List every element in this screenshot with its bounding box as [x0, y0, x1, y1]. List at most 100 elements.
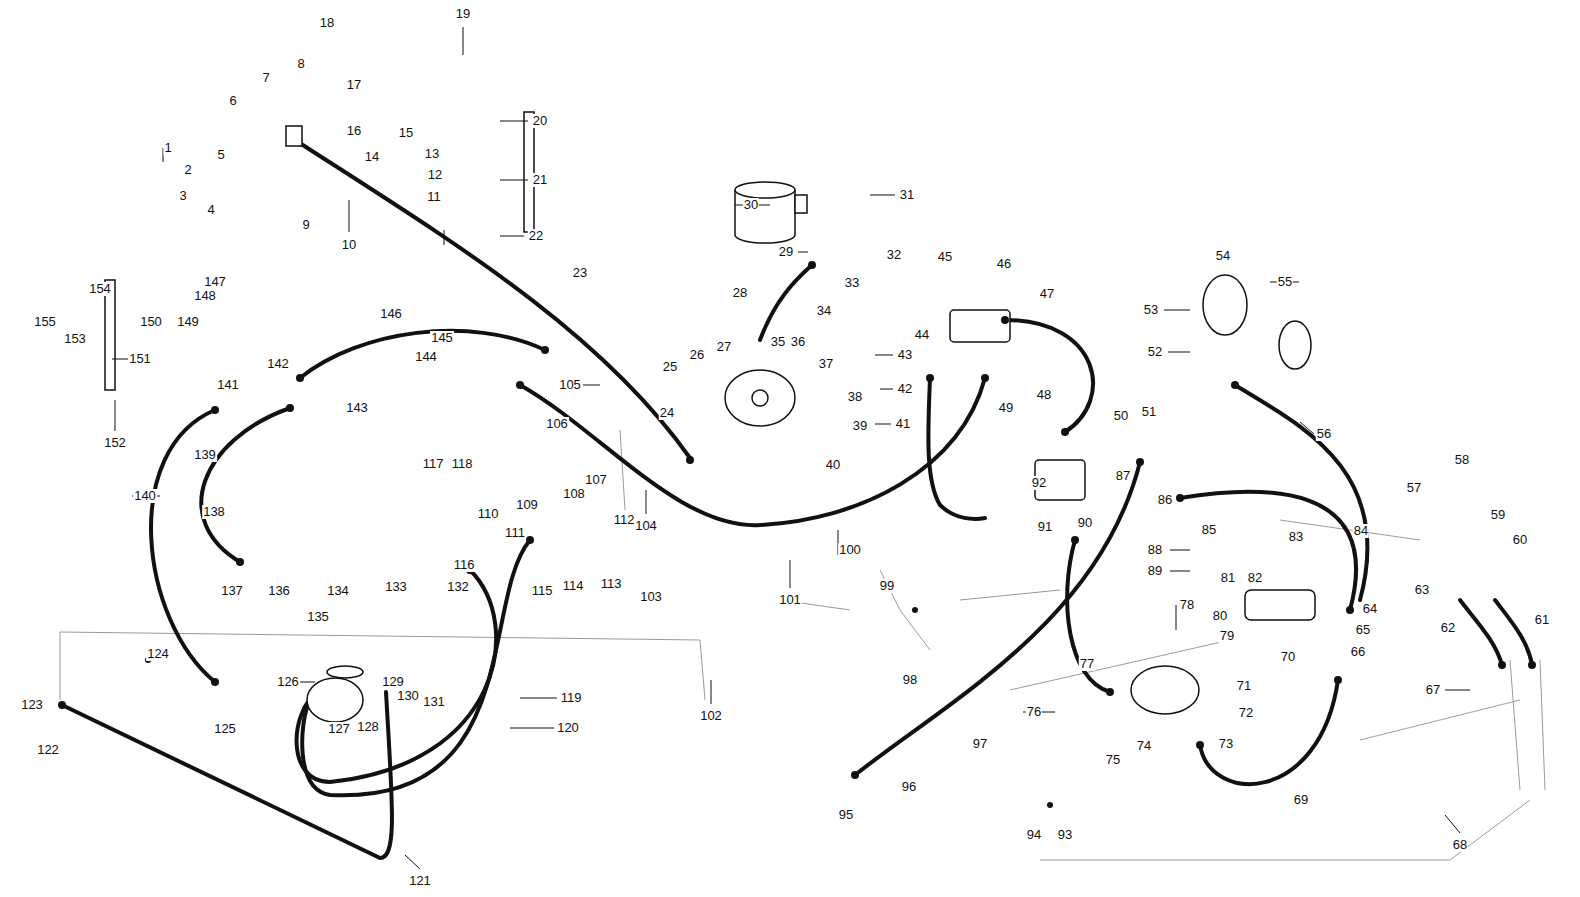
callout-number: 91 [1037, 520, 1053, 534]
callout-number: 53 [1143, 303, 1159, 317]
callout-number: 126 [276, 675, 300, 689]
callout-number: 77 [1079, 657, 1095, 671]
callout-number: 102 [699, 709, 723, 723]
callout-number: 117 [422, 457, 445, 471]
callout-number: 136 [267, 584, 291, 598]
callout-number: 57 [1406, 481, 1422, 495]
callout-number: 89 [1147, 564, 1163, 578]
callout-number: 127 [327, 722, 351, 736]
callout-number: 55 [1277, 275, 1293, 289]
callout-number: 79 [1219, 629, 1235, 643]
callout-number: 110 [477, 507, 500, 521]
callout-number: 138 [202, 505, 226, 519]
callout-number: 109 [515, 498, 539, 512]
callout-number: 140 [133, 489, 157, 503]
callout-number: 47 [1039, 287, 1055, 301]
callout-number: 40 [825, 458, 841, 472]
callout-number: 64 [1362, 602, 1378, 616]
callout-number: 65 [1355, 623, 1371, 637]
callout-number: 124 [146, 647, 170, 661]
callout-number: 122 [36, 743, 60, 757]
callout-number: 154 [88, 282, 112, 296]
callout-number: 131 [422, 695, 446, 709]
callout-number: 132 [446, 580, 470, 594]
callout-number: 36 [790, 335, 806, 349]
callout-number: 39 [852, 419, 868, 433]
callout-number: 128 [356, 720, 380, 734]
callout-number: 72 [1238, 706, 1254, 720]
leader-lines [112, 27, 1470, 869]
callout-number: 43 [897, 348, 913, 362]
callout-number: 71 [1236, 679, 1252, 693]
callout-number: 123 [20, 698, 44, 712]
callout-number: 118 [451, 457, 474, 471]
callout-number: 45 [937, 250, 953, 264]
callout-number: 95 [838, 808, 854, 822]
callout-number: 66 [1350, 645, 1366, 659]
callout-number: 20 [532, 114, 548, 128]
callout-number: 82 [1247, 571, 1263, 585]
frame-outline [60, 430, 1545, 860]
callout-number: 74 [1136, 739, 1152, 753]
callout-number: 13 [424, 147, 440, 161]
callout-number: 144 [414, 350, 438, 364]
callout-number: 116 [453, 558, 476, 572]
callout-number: 60 [1512, 533, 1528, 547]
callout-number: 155 [33, 315, 57, 329]
callout-number: 61 [1534, 613, 1550, 627]
callout-number: 139 [193, 448, 217, 462]
callout-number: 112 [613, 513, 636, 527]
callout-number: 146 [379, 307, 403, 321]
callout-number: 23 [572, 266, 588, 280]
callout-number: 46 [996, 257, 1012, 271]
callout-number: 56 [1316, 427, 1332, 441]
callout-number: 10 [341, 238, 357, 252]
callout-number: 135 [306, 610, 330, 624]
callout-number: 106 [545, 417, 569, 431]
callout-number: 104 [634, 519, 658, 533]
callout-number: 37 [818, 357, 834, 371]
callout-number: 85 [1201, 523, 1217, 537]
callout-number: 12 [427, 168, 443, 182]
callout-number: 32 [886, 248, 902, 262]
callout-number: 35 [770, 335, 786, 349]
callout-number: 150 [139, 315, 163, 329]
callout-number: 148 [193, 289, 217, 303]
callout-number: 143 [345, 401, 369, 415]
callout-number: 25 [662, 360, 678, 374]
callout-number: 120 [556, 721, 580, 735]
callout-number: 48 [1036, 388, 1052, 402]
callout-number: 67 [1425, 683, 1441, 697]
callout-number: 114 [562, 579, 585, 593]
callout-number: 70 [1280, 650, 1296, 664]
callout-number: 113 [600, 577, 623, 591]
callout-number: 24 [659, 406, 675, 420]
callout-number: 90 [1077, 516, 1093, 530]
callout-number: 149 [176, 315, 200, 329]
callout-number: 105 [558, 378, 582, 392]
callout-number: 119 [560, 691, 583, 705]
callout-number: 16 [346, 124, 362, 138]
callout-number: 133 [384, 580, 408, 594]
callout-number: 84 [1353, 524, 1369, 538]
callout-number: 152 [103, 436, 127, 450]
callout-number: 59 [1490, 508, 1506, 522]
callout-number: 54 [1215, 249, 1231, 263]
callout-number: 134 [326, 584, 350, 598]
callout-number: 4 [206, 203, 215, 217]
callout-number: 26 [689, 348, 705, 362]
callout-number: 111 [504, 526, 526, 540]
callout-number: 33 [844, 276, 860, 290]
callout-number: 130 [396, 689, 420, 703]
callout-number: 7 [261, 71, 270, 85]
callout-number: 103 [639, 590, 663, 604]
callout-number: 11 [426, 190, 442, 204]
callout-number: 21 [532, 173, 548, 187]
callout-number: 62 [1440, 621, 1456, 635]
callout-number: 99 [879, 579, 895, 593]
callout-number: 87 [1115, 469, 1131, 483]
callout-number: 18 [319, 16, 335, 30]
callout-number: 101 [778, 593, 802, 607]
callout-number: 17 [346, 78, 362, 92]
